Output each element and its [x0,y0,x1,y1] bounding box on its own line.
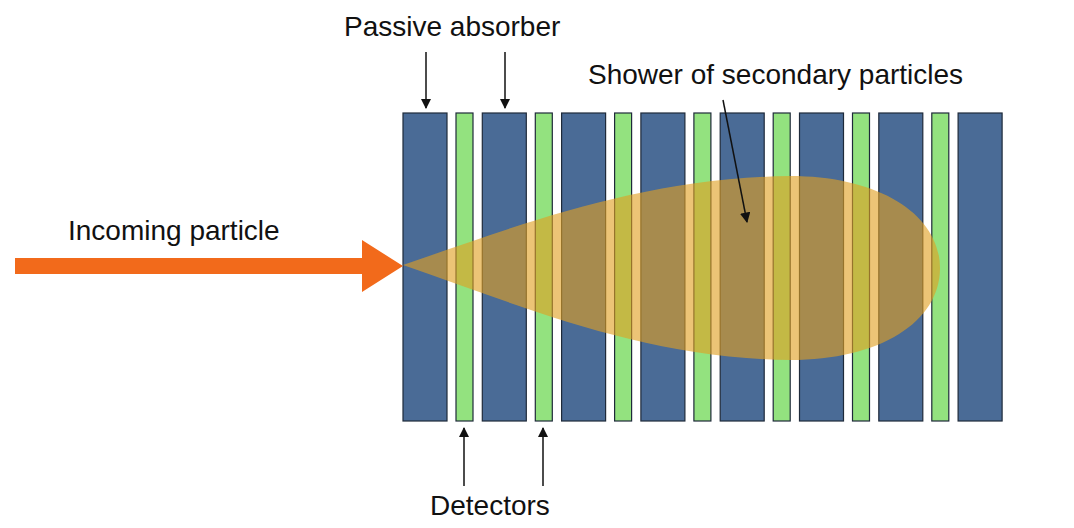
leader-line [425,52,427,108]
part-label: Incoming particle [68,214,280,248]
part-label: Passive absorber [344,10,560,44]
leader-line [542,428,544,486]
part-label: Detectors [430,489,550,523]
leader-line [463,428,465,486]
particle-shower [403,176,940,360]
calorimeter-layers [403,113,1002,421]
leader-line [723,100,747,222]
absorber-slab [958,113,1002,421]
part-label: Shower of secondary particles [588,58,963,92]
incoming-particle-arrow [15,240,403,292]
leader-line [504,52,506,108]
